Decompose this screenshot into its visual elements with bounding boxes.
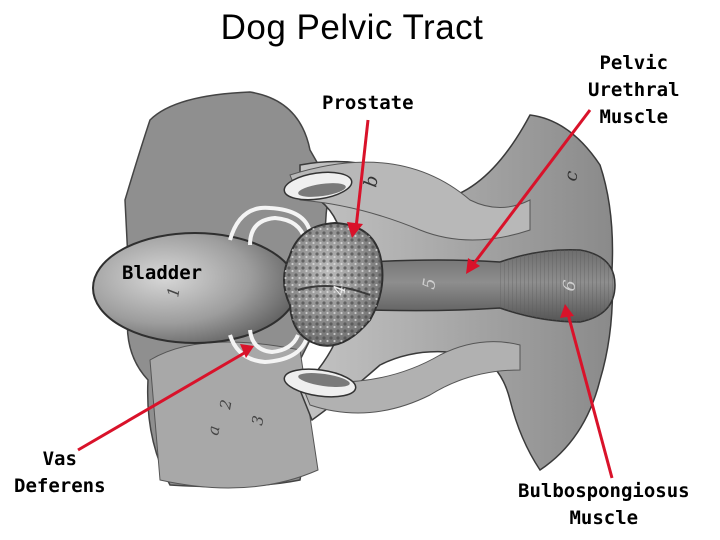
label-bladder: Bladder	[122, 262, 203, 284]
arrowhead-pelvic-urethral	[466, 258, 480, 274]
prostate-groove	[297, 285, 371, 296]
bulbospongiosus-muscle	[500, 249, 615, 322]
label-pelvic-urethral-muscle: Pelvic Urethral Muscle	[588, 52, 680, 128]
marking-1: 1	[163, 285, 183, 298]
marking-6: 6	[559, 279, 581, 293]
arrow-prostate	[354, 119, 370, 229]
label-bulbospongiosus-muscle: Bulbospongiosus Muscle	[518, 480, 690, 529]
vas-deferens-lower-outline	[248, 329, 300, 355]
page-title: Dog Pelvic Tract	[220, 8, 484, 47]
marking-4: 4	[329, 283, 350, 297]
arrow-vas-deferens	[77, 350, 247, 452]
marking-3: 3	[248, 414, 267, 427]
pointer-arrows	[77, 109, 614, 479]
arrow-bulbospongiosus	[566, 313, 614, 479]
arrow-pelvic-urethral	[470, 109, 592, 267]
marking-5: 5	[419, 277, 441, 291]
arrowhead-bulbospongiosus	[560, 304, 574, 318]
vas-deferens-lower	[228, 334, 308, 365]
label-prostate: Prostate	[322, 92, 414, 114]
marking-c: c	[560, 169, 582, 183]
background-tissue-lower	[149, 341, 319, 489]
ischiocavernosus-lower-shadow	[298, 373, 350, 387]
vas-deferens-upper	[228, 205, 312, 241]
label-vas-deferens: Vas Deferens	[14, 448, 106, 497]
bladder	[92, 232, 298, 344]
marking-a: a	[203, 424, 223, 437]
marking-2: 2	[216, 398, 236, 412]
pelvic-wing-lower-band	[299, 341, 521, 414]
ischiocavernosus-upper-shadow	[298, 183, 346, 197]
prostate-texture	[284, 223, 383, 346]
arrowhead-vas-deferens	[240, 344, 254, 358]
arrowhead-prostate	[347, 222, 363, 238]
vas-deferens-upper-outline	[248, 215, 307, 246]
marking-b: b	[360, 174, 383, 189]
